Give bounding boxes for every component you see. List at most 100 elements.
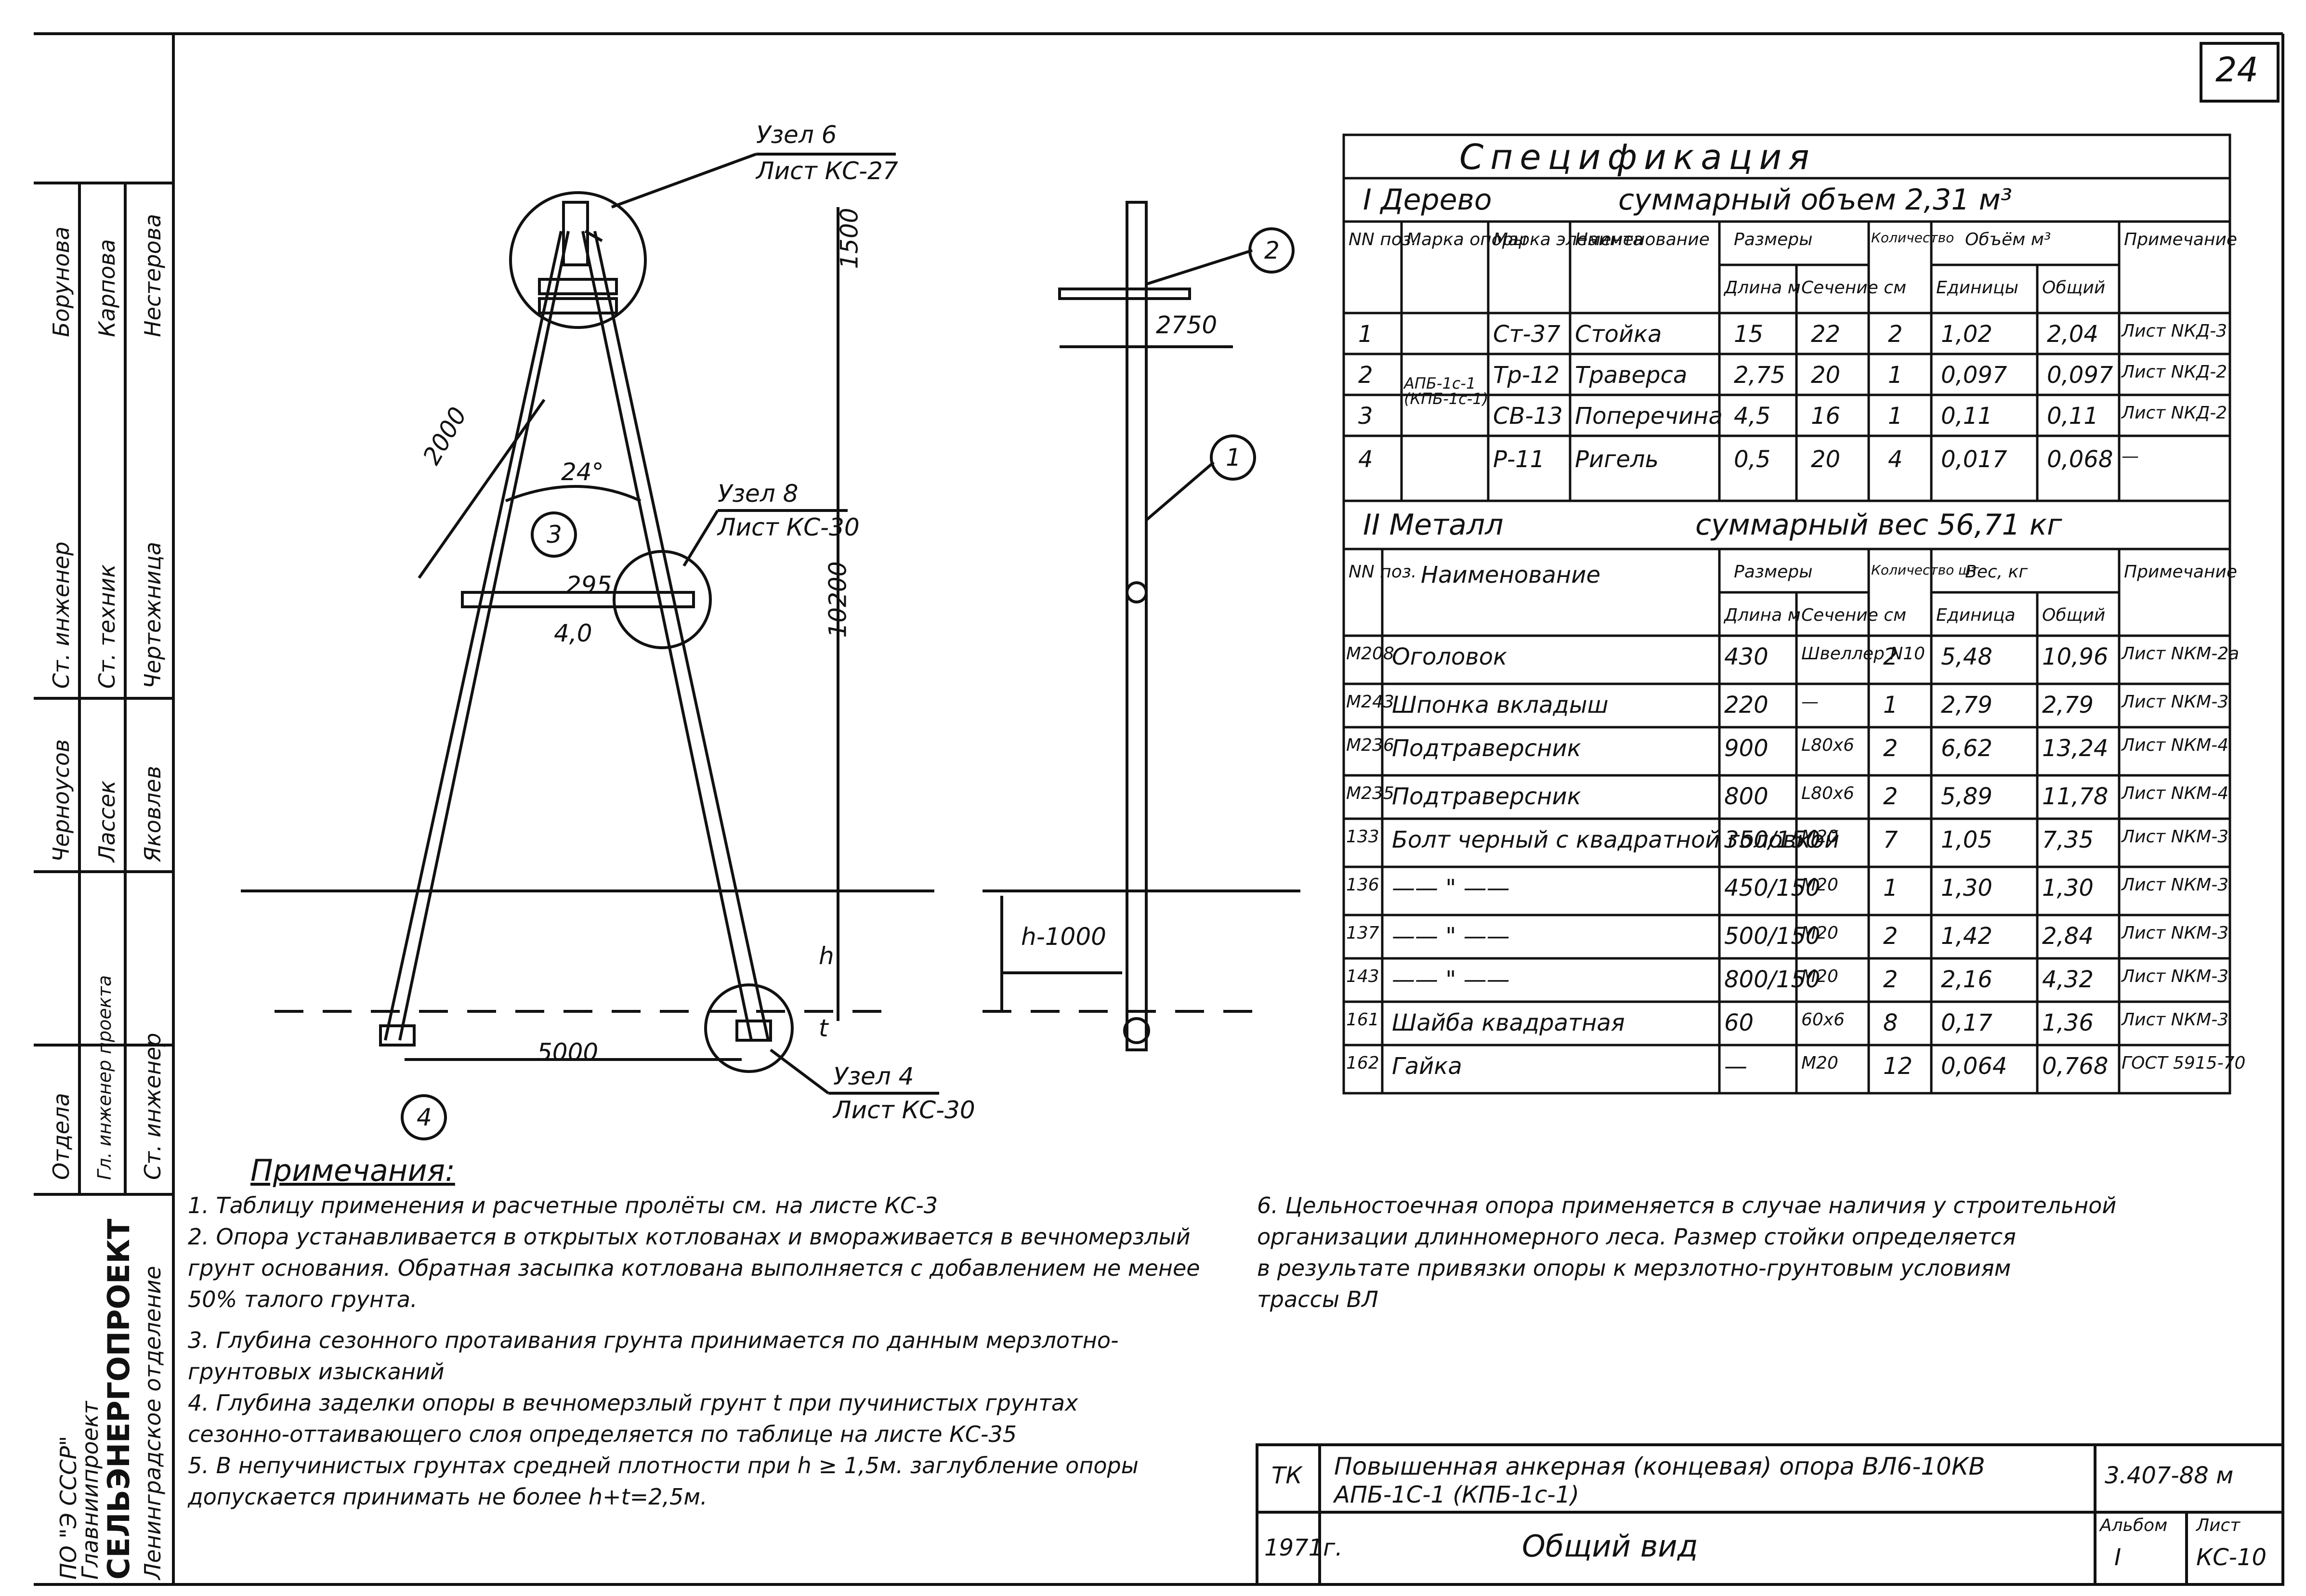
wood-row-1-cell: 15 bbox=[1734, 321, 1764, 348]
metal-row-10-cell: Гайка bbox=[1392, 1053, 1462, 1080]
tb-year: 1971г. bbox=[1264, 1534, 1343, 1561]
metal-row-5-cell: 7,35 bbox=[2042, 826, 2094, 853]
wood-row-3-cell: 1 bbox=[1888, 403, 1903, 430]
tb-sheet-label: Лист bbox=[2196, 1516, 2240, 1535]
wood-row-3-cell: 0,11 bbox=[1941, 403, 1992, 430]
metal-row-8-cell: 2 bbox=[1883, 966, 1898, 993]
stamp-role-4: Ст. инженер bbox=[48, 541, 74, 689]
metal-row-8-cell: 800/150 bbox=[1724, 966, 1821, 993]
wood-row-3-cell: СВ-13 bbox=[1493, 403, 1563, 430]
tb-title: Повышенная анкерная (концевая) опора ВЛ6… bbox=[1334, 1452, 1985, 1480]
note-line: 50% талого грунта. bbox=[188, 1286, 418, 1312]
wood-col-vol: Объём м³ bbox=[1965, 230, 2051, 249]
wood-row-3-cell: 4,5 bbox=[1734, 403, 1771, 430]
metal-row-5-cell: Лист NКМ-3 bbox=[2122, 827, 2229, 847]
metal-row-1-cell: 430 bbox=[1724, 643, 1769, 670]
note-line: допускается принимать не более h+t=2,5м. bbox=[188, 1484, 708, 1510]
metal-col-nn: NN поз. bbox=[1349, 562, 1417, 582]
metal-row-9-cell: 60 bbox=[1724, 1009, 1754, 1036]
metal-row-1-cell: М208 bbox=[1346, 644, 1394, 664]
wood-row-4-cell: 20 bbox=[1811, 446, 1841, 473]
metal-row-6-cell: М20 bbox=[1801, 875, 1838, 895]
metal-row-5-cell: 133 bbox=[1346, 827, 1379, 847]
spec-title: Спецификация bbox=[1459, 137, 1816, 177]
stamp-role-1: Отдела bbox=[48, 1093, 74, 1180]
node6-label: Узел 6 bbox=[756, 121, 837, 149]
metal-col-len: Длина м bbox=[1724, 605, 1801, 625]
metal-col-sec: Сечение см bbox=[1801, 605, 1907, 625]
mark-3: 3 bbox=[547, 521, 562, 549]
metal-row-4-cell: Подтраверсник bbox=[1392, 783, 1581, 810]
metal-row-8-cell: 4,32 bbox=[2042, 966, 2094, 993]
metal-row-6-cell: 1,30 bbox=[2042, 875, 2094, 902]
metal-row-8-cell: —— " —— bbox=[1392, 966, 1510, 993]
metal-row-4-cell: 5,89 bbox=[1941, 783, 1992, 810]
metal-col-qty: Количество шт bbox=[1871, 562, 1979, 578]
metal-row-4-cell: 2 bbox=[1883, 783, 1898, 810]
wood-row-4-cell: Ригель bbox=[1575, 446, 1659, 473]
mark-4: 4 bbox=[417, 1103, 432, 1131]
metal-row-2-cell: 2,79 bbox=[1941, 692, 1992, 719]
wood-header: I Дерево bbox=[1363, 183, 1492, 217]
dim-t: t bbox=[819, 1014, 828, 1042]
dim-295: 295 bbox=[566, 571, 612, 599]
metal-row-2-cell: Лист NКМ-3 bbox=[2122, 692, 2229, 712]
stamp-role-3: Ст. инженер bbox=[140, 1033, 166, 1180]
wood-row-4-cell: 0,5 bbox=[1734, 446, 1771, 473]
wood-row-1-cell: 22 bbox=[1811, 321, 1841, 348]
wood-col-unit: Единицы bbox=[1936, 278, 2018, 298]
wood-row-1-cell: Ст-37 bbox=[1493, 321, 1560, 348]
metal-col-name: Наименование bbox=[1421, 562, 1601, 589]
metal-row-9-cell: Лист NКМ-3 bbox=[2122, 1010, 2229, 1030]
metal-row-10-cell: — bbox=[1724, 1053, 1747, 1080]
tb-album: I bbox=[2114, 1544, 2122, 1571]
stamp-name-1: Борунова bbox=[48, 226, 74, 337]
metal-row-3-cell: L80х6 bbox=[1801, 735, 1855, 755]
metal-row-10-cell: 0,768 bbox=[2042, 1053, 2109, 1080]
metal-row-10-cell: 0,064 bbox=[1941, 1053, 2007, 1080]
metal-row-5-cell: 7 bbox=[1883, 826, 1898, 853]
stamp-name-3: Нестерова bbox=[140, 214, 166, 337]
wood-row-2-cell: 0,097 bbox=[1941, 362, 2007, 389]
metal-row-2-cell: 220 bbox=[1724, 692, 1769, 719]
wood-col-name: Наименование bbox=[1575, 230, 1710, 249]
wood-row-1-cell: 1 bbox=[1358, 321, 1373, 348]
wood-row-4-cell: 0,068 bbox=[2047, 446, 2113, 473]
wood-row-2-cell: 1 bbox=[1888, 362, 1903, 389]
metal-row-3-cell: 900 bbox=[1724, 735, 1769, 762]
note-line-right: в результате привязки опоры к мерзлотно-… bbox=[1257, 1255, 2011, 1281]
wood-col-size: Размеры bbox=[1734, 230, 1813, 249]
wood-row-3-cell: Лист NКД-2 bbox=[2122, 403, 2227, 423]
metal-row-10-cell: 162 bbox=[1346, 1053, 1379, 1073]
metal-row-8-cell: 143 bbox=[1346, 967, 1379, 986]
wood-row-1-cell: 1,02 bbox=[1941, 321, 1992, 348]
metal-row-8-cell: М20 bbox=[1801, 967, 1838, 986]
metal-row-6-cell: 1,30 bbox=[1941, 875, 1992, 902]
metal-row-5-cell: М20 bbox=[1801, 827, 1838, 847]
note-line-right: 6. Цельностоечная опора применяется в сл… bbox=[1257, 1192, 2117, 1218]
metal-row-5-cell: Болт черный с квадратной головкой bbox=[1392, 826, 1840, 853]
dim-h: h bbox=[819, 942, 834, 970]
metal-row-10-cell: М20 bbox=[1801, 1053, 1838, 1073]
wood-row-2-cell: 20 bbox=[1811, 362, 1841, 389]
stamp-org-name: СЕЛЬЭНЕРГОПРОЕКТ bbox=[101, 1218, 136, 1580]
metal-row-3-cell: 2 bbox=[1883, 735, 1898, 762]
note-line: сезонно-оттаивающего слоя определяется п… bbox=[188, 1421, 1017, 1447]
tb-sheet: КС-10 bbox=[2196, 1544, 2267, 1571]
metal-row-6-cell: Лист NКМ-3 bbox=[2122, 875, 2229, 895]
dim-1500: 1500 bbox=[835, 208, 864, 269]
note-line: грунтовых изысканий bbox=[188, 1359, 445, 1385]
metal-row-7-cell: 137 bbox=[1346, 923, 1379, 943]
wood-total: суммарный объем 2,31 м³ bbox=[1618, 183, 2012, 217]
metal-header: II Металл bbox=[1363, 508, 1504, 542]
wood-row-4-cell: — bbox=[2122, 446, 2139, 466]
node8-label: Узел 8 bbox=[718, 480, 799, 508]
dim-40: 4,0 bbox=[554, 619, 592, 647]
wood-row-3-cell: 16 bbox=[1811, 403, 1841, 430]
metal-row-4-cell: L80х6 bbox=[1801, 784, 1855, 803]
metal-row-7-cell: —— " —— bbox=[1392, 923, 1510, 950]
stamp-org-main: Главниипроект bbox=[77, 1401, 103, 1580]
wood-col-note: Примечание bbox=[2124, 230, 2238, 249]
metal-row-3-cell: 13,24 bbox=[2042, 735, 2109, 762]
